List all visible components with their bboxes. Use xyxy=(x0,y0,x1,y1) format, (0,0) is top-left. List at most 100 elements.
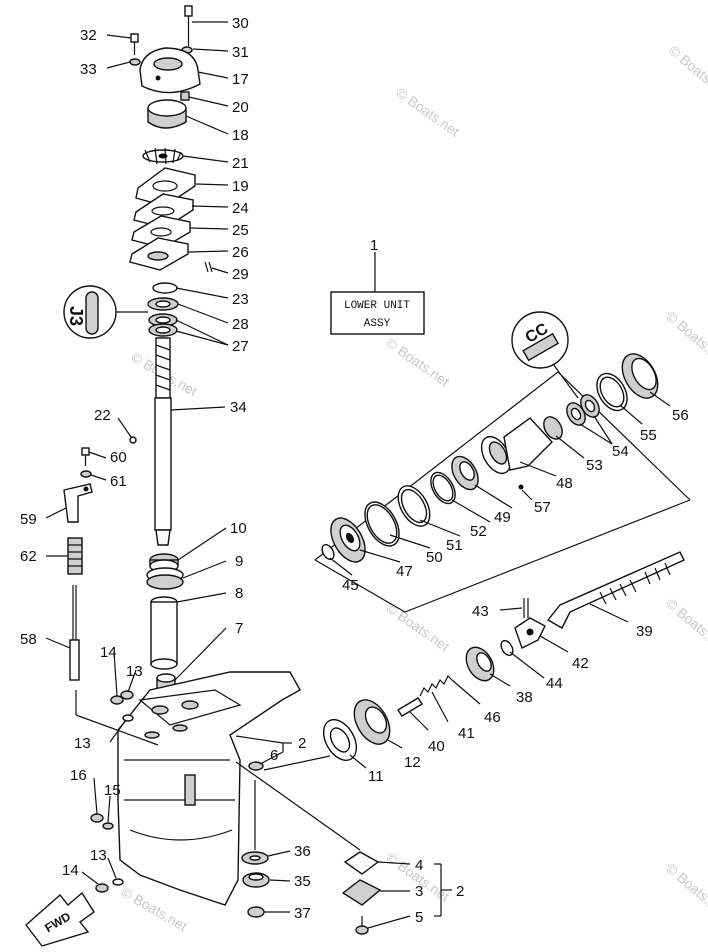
callout-62: 62 xyxy=(20,548,37,565)
callout-31: 31 xyxy=(232,44,249,61)
part-14-bolt-bottom xyxy=(95,883,109,893)
callout-37: 37 xyxy=(294,905,311,922)
watermark: © Boats.net xyxy=(119,884,191,935)
callout-56: 56 xyxy=(672,407,689,424)
part-43-pin xyxy=(523,598,529,618)
callout-50: 50 xyxy=(426,549,443,566)
part-48-propshaft-housing xyxy=(480,417,553,475)
part-49-bearing xyxy=(451,455,479,491)
callout-24: 24 xyxy=(232,200,249,217)
callout-27: 27 xyxy=(232,338,249,355)
callout-12: 12 xyxy=(404,754,421,771)
part-42-dog-clutch xyxy=(514,617,546,649)
part-25-gasket xyxy=(131,215,191,249)
callout-52: 52 xyxy=(470,523,487,540)
callout-42: 42 xyxy=(572,655,589,672)
part-56-ring-nut xyxy=(621,353,659,399)
callout-61: 61 xyxy=(110,473,127,490)
callout-48: 48 xyxy=(556,475,573,492)
callout-19: 19 xyxy=(232,178,249,195)
callout-13-top: 13 xyxy=(126,663,143,680)
callout-labels: 30 31 17 20 18 21 19 24 25 26 29 23 28 2… xyxy=(20,15,689,926)
callout-15: 15 xyxy=(104,782,121,799)
callout-35: 35 xyxy=(294,873,311,890)
callout-2-upper: 2 xyxy=(298,735,306,752)
part-3-anode xyxy=(341,879,382,906)
part-6-plug xyxy=(248,761,264,771)
part-44-clutch xyxy=(500,639,514,657)
water-pump-group xyxy=(129,5,213,337)
part-16-bolt xyxy=(90,813,104,823)
callout-10: 10 xyxy=(230,520,247,537)
sealant-symbol-left: J3 xyxy=(63,285,148,339)
callout-7: 7 xyxy=(235,620,243,637)
callout-44: 44 xyxy=(546,675,563,692)
callout-45: 45 xyxy=(342,577,359,594)
callout-55: 55 xyxy=(640,427,657,444)
callout-54: 54 xyxy=(612,443,629,460)
watermark: © Boats.net xyxy=(393,84,462,139)
callout-32: 32 xyxy=(80,27,97,44)
part-28-seal xyxy=(147,297,179,311)
part-30-bolt xyxy=(184,5,193,46)
callout-57: 57 xyxy=(534,499,551,516)
callout-60: 60 xyxy=(110,449,127,466)
part-17-pump-housing xyxy=(139,47,201,94)
callout-8: 8 xyxy=(235,585,243,602)
part-47-reverse-gear xyxy=(330,517,366,563)
callout-30: 30 xyxy=(232,15,249,32)
part-52-ring xyxy=(430,471,456,505)
callout-40: 40 xyxy=(428,738,445,755)
callout-49: 49 xyxy=(494,509,511,526)
callout-36: 36 xyxy=(294,843,311,860)
part-9-shim xyxy=(146,567,184,590)
sealant-symbol-right: CC xyxy=(511,311,579,399)
callout-4: 4 xyxy=(415,857,423,874)
watermark: © Boats.net xyxy=(663,308,708,367)
part-23-o-ring xyxy=(152,282,178,294)
callout-5: 5 xyxy=(415,909,423,926)
part-15-washer xyxy=(102,822,114,830)
part-51-shim xyxy=(397,485,431,527)
part-57-pin xyxy=(518,484,524,490)
shift-rod-group xyxy=(63,447,93,681)
callout-14-bottom: 14 xyxy=(62,862,79,879)
part-35-gear xyxy=(242,872,270,888)
part-36-washer xyxy=(241,851,269,865)
part-12-bearing xyxy=(353,699,391,745)
part-13-washer-bottom xyxy=(112,878,124,886)
callout-21: 21 xyxy=(232,155,249,172)
callout-33: 33 xyxy=(80,61,97,78)
callout-46: 46 xyxy=(484,709,501,726)
callout-58: 58 xyxy=(20,631,37,648)
callout-29: 29 xyxy=(232,266,249,283)
part-38-forward-gear xyxy=(465,646,495,682)
callout-9: 9 xyxy=(235,553,243,570)
callout-43: 43 xyxy=(472,603,489,620)
callout-2-lower: 2 xyxy=(456,883,464,900)
part-14-bolt-top xyxy=(110,690,134,705)
part-18-cartridge xyxy=(147,99,187,129)
part-62-seal-boot xyxy=(67,537,83,575)
lower-unit-assy-box: LOWER UNIT ASSY xyxy=(330,252,425,335)
part-37-nut xyxy=(247,906,265,918)
part-34-drive-shaft xyxy=(154,337,172,546)
callout-39: 39 xyxy=(636,623,653,640)
part-2-lower-case xyxy=(117,671,301,906)
part-41-spring xyxy=(419,674,453,697)
part-4-plate xyxy=(343,851,380,875)
part-8-sleeve xyxy=(150,596,178,670)
callout-38: 38 xyxy=(516,689,533,706)
part-5-bolt xyxy=(355,916,369,935)
part-32-bolt xyxy=(130,33,139,55)
part-20-insert xyxy=(180,91,190,101)
callout-53: 53 xyxy=(586,457,603,474)
assy-box-line1: LOWER UNIT xyxy=(344,300,410,312)
part-55-circlip xyxy=(596,372,628,412)
part-61-washer xyxy=(80,470,92,478)
callout-17: 17 xyxy=(232,71,249,88)
callout-1: 1 xyxy=(370,237,378,254)
watermark: © Boats.net xyxy=(663,595,708,654)
watermark: © Boats.net xyxy=(666,42,708,101)
watermark: © Boats.net xyxy=(383,334,452,389)
